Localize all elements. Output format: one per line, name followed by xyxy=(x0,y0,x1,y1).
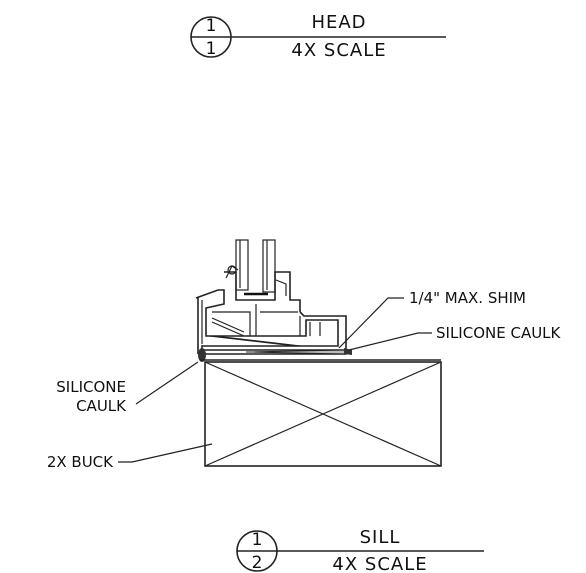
buck-cross-b xyxy=(204,361,442,467)
buck-leader xyxy=(118,443,213,463)
head-scale: 4X SCALE xyxy=(291,40,386,61)
head-detail-callout: 1 1 HEAD 4X SCALE xyxy=(190,12,446,61)
shim-leader xyxy=(338,297,404,349)
sill-scale: 4X SCALE xyxy=(332,554,427,573)
leaders xyxy=(118,297,432,463)
frame-outline xyxy=(195,289,347,351)
window-frame-profile xyxy=(195,239,347,354)
weatherstrip xyxy=(227,265,237,275)
head-sheet-number: 1 xyxy=(206,39,217,59)
sash-profile xyxy=(224,271,301,312)
sill-sheet-number: 2 xyxy=(252,553,263,573)
silicone-caulk-note-left-1: SILICONE xyxy=(56,378,126,396)
silicone-left-leader xyxy=(135,361,199,405)
sill-detail-callout: 1 2 SILL 4X SCALE xyxy=(236,527,484,573)
glazing-pane-right xyxy=(262,239,276,293)
head-title: HEAD xyxy=(311,12,366,33)
sill-detail-number: 1 xyxy=(252,530,263,550)
silicone-right-leader xyxy=(348,332,432,351)
head-detail-number: 1 xyxy=(206,16,217,36)
buck-outline xyxy=(204,361,442,467)
buck-note: 2X BUCK xyxy=(47,453,114,471)
sill-title: SILL xyxy=(360,527,401,548)
frame-sill-step xyxy=(299,316,321,336)
silicone-caulk-bead-left xyxy=(198,348,206,362)
glazing-pane-left xyxy=(235,239,249,291)
wood-buck xyxy=(200,359,442,467)
silicone-caulk-note-right: SILICONE CAULK xyxy=(436,324,562,342)
shim-note: 1/4" MAX. SHIM xyxy=(409,289,526,307)
glazing-bead xyxy=(225,265,287,296)
silicone-caulk-note-left-2: CAULK xyxy=(76,397,127,415)
frame-web xyxy=(201,300,301,347)
